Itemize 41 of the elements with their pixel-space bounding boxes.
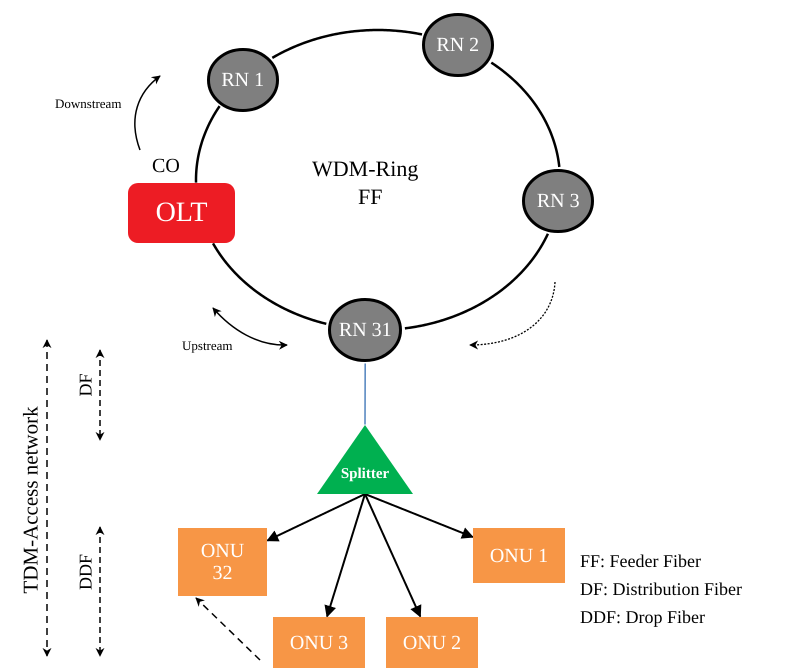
direction-label: Upstream — [182, 338, 233, 354]
node-label: ONU 2 — [402, 632, 462, 654]
ring-fiber — [490, 62, 561, 168]
abbreviation-note: DF: Distribution Fiber — [580, 579, 742, 600]
node-caption: CO — [152, 155, 180, 178]
node-label: Splitter — [340, 466, 390, 482]
olt-box — [128, 183, 235, 243]
remote-node-circle — [328, 298, 402, 362]
node-label: ONU 32 — [200, 540, 246, 584]
node-label: ONU 3 — [290, 632, 348, 654]
onu-box — [386, 617, 478, 668]
splitter-triangle — [317, 425, 413, 494]
arrow — [364, 494, 422, 618]
span-label: TDM-Access network — [18, 406, 44, 594]
abbreviation-note: DDF: Drop Fiber — [580, 607, 705, 628]
remote-node-circle — [422, 13, 494, 78]
node-label: OLT — [156, 198, 208, 228]
abbreviation-note: FF: Feeder Fiber — [580, 551, 701, 572]
ring-label: FF — [358, 184, 382, 210]
ring-fiber — [212, 242, 327, 326]
remote-node-circle — [522, 168, 594, 233]
node-label: RN 3 — [536, 190, 580, 212]
arrow — [266, 493, 366, 542]
arrow — [324, 494, 366, 618]
span-label: DDF — [76, 554, 96, 590]
node-label: RN 2 — [436, 34, 480, 56]
ring-fiber — [404, 233, 550, 330]
fiber-line — [364, 363, 366, 425]
ring-fiber — [194, 105, 221, 183]
onu-box — [273, 617, 365, 668]
arrow — [364, 493, 474, 539]
node-label: RN 1 — [221, 68, 264, 91]
node-label: ONU 1 — [490, 544, 548, 566]
onu-box — [178, 528, 267, 596]
span-label: DF — [76, 374, 96, 396]
ring-fiber — [272, 28, 422, 59]
node-label: RN 31 — [338, 318, 392, 341]
remote-node-circle — [206, 48, 279, 112]
ring-label: WDM-Ring — [312, 156, 418, 182]
onu-box — [473, 528, 565, 583]
direction-label: Downstream — [55, 96, 122, 112]
